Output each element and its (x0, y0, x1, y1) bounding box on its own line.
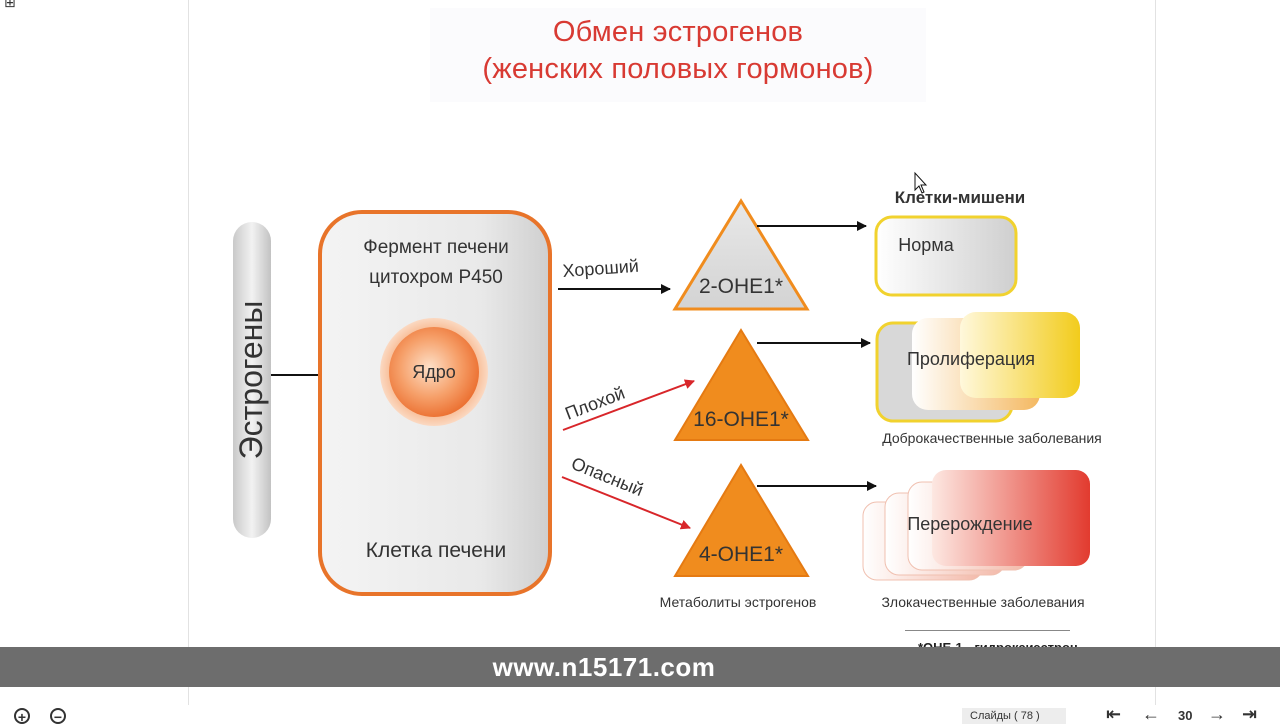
viewer-toolbar (0, 705, 1280, 720)
metabolites-caption: Метаболиты эстрогенов (660, 594, 817, 610)
slide-title: Обмен эстрогенов (женских половых гормон… (430, 8, 926, 102)
first-page-icon[interactable]: ⇤ (1106, 704, 1122, 724)
proliferation-card-front (960, 312, 1080, 398)
zoom-out-icon[interactable]: − (50, 708, 66, 724)
metabolite-4-ohe1-label: 4-OHE1* (699, 543, 783, 566)
corner-grid-icon[interactable]: ⊞ (4, 0, 16, 10)
arrow-bad-path (562, 379, 695, 431)
slide-counter: Слайды ( 78 ) (962, 708, 1066, 724)
nucleus (389, 327, 479, 417)
degeneration-card-front (932, 470, 1090, 566)
metabolite-4-ohe1-triangle (673, 463, 810, 577)
outcome-proliferation-label: Пролиферация (907, 349, 1035, 369)
footnote-divider (905, 630, 1070, 631)
estrogens-bar (233, 222, 271, 538)
last-page-icon[interactable]: ⇥ (1242, 704, 1258, 724)
next-page-icon[interactable]: → (1208, 704, 1226, 724)
path-dangerous-label: Опасный (569, 453, 647, 500)
outcome-degeneration-label: Перерождение (907, 514, 1032, 534)
liver-enzyme-line-1: Фермент печени (363, 237, 508, 258)
liver-enzyme-line-2: цитохром Р450 (369, 267, 503, 288)
outcome-norm-label: Норма (898, 235, 954, 255)
metabolite-2-ohe1-label: 2-OHE1* (699, 275, 783, 298)
title-line-2: (женских половых гормонов) (482, 53, 874, 85)
arrow-dangerous-path (561, 476, 691, 530)
metabolite-16-ohe1-label: 16-OHE1* (693, 408, 789, 431)
title-line-1: Обмен эстрогенов (552, 16, 804, 48)
path-good-label: Хороший (562, 256, 640, 281)
watermark-band: www.n15171.com (0, 647, 1280, 687)
current-page-number[interactable]: 30 (1178, 708, 1193, 723)
degeneration-caption: Злокачественные заболевания (881, 594, 1084, 610)
mouse-cursor-icon (914, 171, 928, 194)
proliferation-caption: Доброкачественные заболевания (882, 430, 1102, 446)
zoom-in-icon[interactable]: + (14, 708, 30, 724)
metabolite-2-ohe1-triangle (672, 198, 810, 311)
metabolite-16-ohe1-triangle (673, 328, 810, 441)
outcome-norm-box (874, 215, 1018, 297)
prev-page-icon[interactable]: ← (1142, 704, 1160, 724)
watermark-url[interactable]: www.n15171.com (492, 652, 716, 682)
estrogens-label: Эстрогены (233, 301, 269, 460)
nucleus-label: Ядро (412, 362, 456, 382)
target-cells-label: Клетки-мишени (895, 188, 1026, 207)
liver-cell-label: Клетка печени (366, 539, 507, 562)
